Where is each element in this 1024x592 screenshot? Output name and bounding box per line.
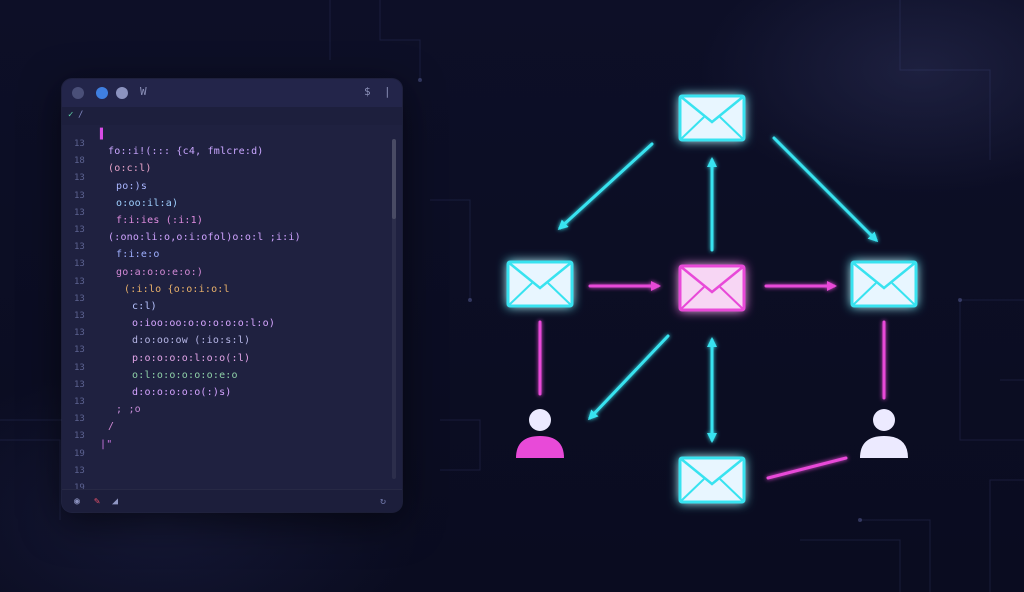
code-line[interactable]: /: [108, 421, 115, 433]
code-line[interactable]: p:o:o:o:o:l:o:o(:l): [132, 352, 251, 364]
record-icon[interactable]: [116, 87, 128, 99]
editor-status-bar: ◉ ✎ ◢ ↻: [62, 489, 402, 512]
user-icon: [860, 409, 908, 458]
line-number: 13: [74, 242, 85, 253]
code-line[interactable]: o:oo:il:a): [116, 197, 179, 209]
line-number: 13: [74, 293, 85, 304]
envelope-icon-right: [850, 260, 918, 308]
line-number: 13: [74, 276, 85, 287]
envelope-icon-center: [678, 264, 746, 312]
line-number: 18: [74, 156, 85, 167]
line-number: 13: [74, 139, 85, 149]
link-bottom-to-right-user: [766, 456, 848, 480]
arrow-top-to-right: [772, 136, 879, 243]
tab-slash-icon[interactable]: /: [78, 110, 84, 120]
envelope-icon-left: [506, 260, 574, 308]
title-right-glyph-icon[interactable]: $: [364, 85, 371, 98]
line-number: 19: [74, 483, 85, 493]
code-line[interactable]: ; ;o: [116, 404, 141, 416]
tab-check-icon[interactable]: ✓: [68, 110, 74, 120]
line-number: 13: [74, 414, 85, 425]
settings-circle-icon[interactable]: [72, 87, 84, 99]
line-number: 13: [74, 465, 85, 476]
editor-tab-strip: ✓ /: [62, 107, 402, 125]
line-number: 13: [74, 225, 85, 235]
editor-scroll-thumb[interactable]: [392, 139, 396, 219]
status-pen-icon[interactable]: ✎: [94, 496, 101, 507]
code-line[interactable]: |": [100, 438, 113, 450]
editor-titlebar: W $ |: [62, 79, 402, 108]
status-circle-icon[interactable]: ◉: [74, 496, 81, 507]
line-number: 13: [74, 397, 85, 407]
code-line[interactable]: (:ono:li:o,o:i:ofol)o:o:l ;i:i): [108, 232, 301, 244]
code-line[interactable]: fo::i!(::: {c4, fmlcre:d): [108, 146, 264, 158]
code-line[interactable]: o:l:o:o:o:o:o:e:o: [132, 369, 238, 381]
line-number-gutter: 13 18 13 13 13 13 13 13 13 13 13 13 13 13 13 13 13 13 19 13…: [62, 125, 98, 493]
line-number: 13: [74, 362, 85, 373]
line-number: 13: [74, 379, 85, 390]
code-line[interactable]: d:o:o:o:o:o(:)s): [132, 387, 232, 398]
line-number: 13: [74, 328, 85, 339]
arrow-top-to-left: [557, 142, 654, 231]
code-line[interactable]: (:i:lo {o:o:i:o:l: [124, 283, 230, 295]
browser-icon[interactable]: [96, 87, 108, 99]
status-sync-icon[interactable]: ↻: [380, 496, 387, 507]
line-number: 13: [74, 190, 85, 201]
line-number: 13: [74, 259, 85, 270]
line-number: 13: [74, 431, 85, 442]
line-number: 13: [74, 173, 85, 184]
user-icon: [516, 409, 564, 458]
envelope-icon-top: [678, 94, 746, 142]
line-number: 13: [74, 345, 85, 356]
code-line[interactable]: o:ioo:oo:o:o:o:o:o:l:o): [132, 318, 276, 330]
line-number: 13: [74, 207, 85, 218]
arrow-center-to-left-user: [587, 334, 670, 421]
envelope-icon-bottom: [678, 456, 746, 504]
email-network-diagram: [506, 94, 918, 504]
editor-scrollbar[interactable]: [392, 139, 396, 479]
code-line[interactable]: go:a:o:o:e:o:): [116, 266, 204, 278]
code-line[interactable]: f:i:ies (:i:1): [116, 215, 204, 226]
window-menu-icon[interactable]: |: [384, 85, 391, 98]
code-line[interactable]: c:l): [132, 301, 157, 312]
code-line[interactable]: ▌: [100, 129, 107, 140]
code-line[interactable]: (o:c:l): [108, 163, 152, 175]
line-number: 19: [74, 448, 85, 459]
status-flag-icon[interactable]: ◢: [112, 496, 119, 507]
code-line[interactable]: d:o:oo:ow (:io:s:l): [132, 335, 251, 347]
code-line[interactable]: po:)s: [116, 180, 148, 192]
line-number: 13: [74, 311, 85, 321]
title-glyph-icon[interactable]: W: [140, 85, 147, 98]
code-line[interactable]: f:i:e:o: [116, 249, 160, 261]
